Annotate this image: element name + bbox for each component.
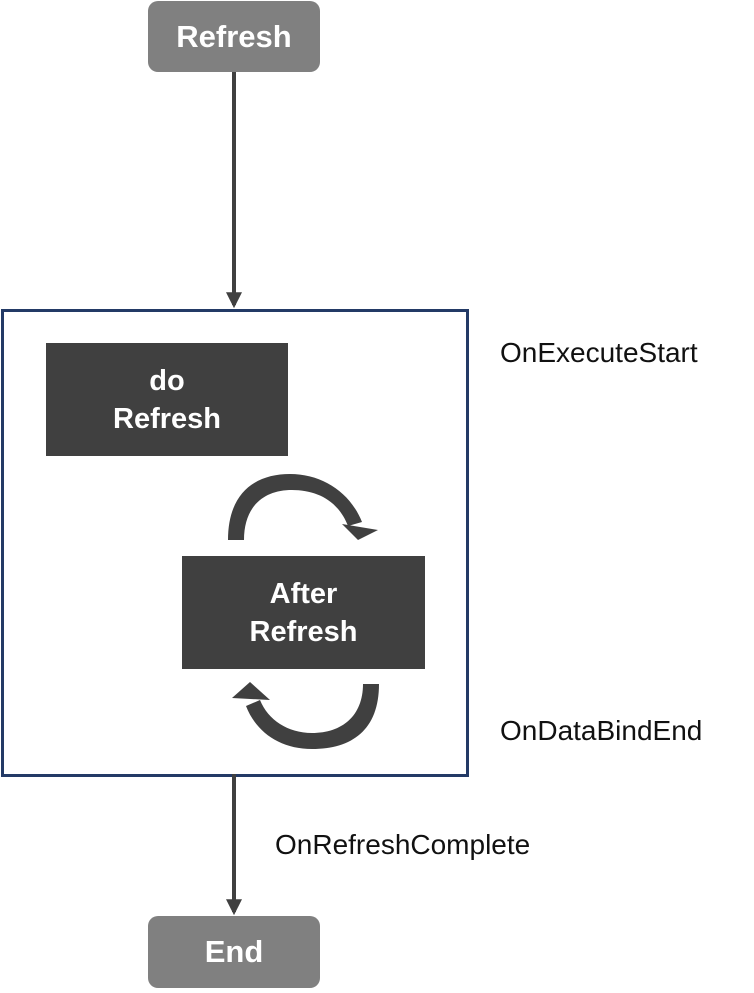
end-node-label: End (204, 934, 264, 969)
cycle-arrow-top-icon (228, 474, 378, 540)
do-refresh-label-line2: Refresh (113, 402, 221, 435)
refresh-start-node: Refresh (148, 1, 320, 72)
event-on-execute-start: OnExecuteStart (500, 337, 698, 368)
after-refresh-label-line1: After (269, 577, 338, 610)
cycle-arrow-bottom-icon (232, 682, 379, 749)
do-refresh-label-line1: do (149, 364, 185, 397)
end-node: End (148, 916, 320, 988)
after-refresh-label-line2: Refresh (249, 615, 358, 648)
do-refresh-box: do Refresh (46, 343, 288, 456)
event-on-data-bind-end: OnDataBindEnd (500, 715, 703, 746)
event-on-refresh-complete: OnRefreshComplete (275, 829, 531, 860)
after-refresh-box: After Refresh (182, 556, 425, 669)
refresh-start-label: Refresh (176, 18, 292, 54)
